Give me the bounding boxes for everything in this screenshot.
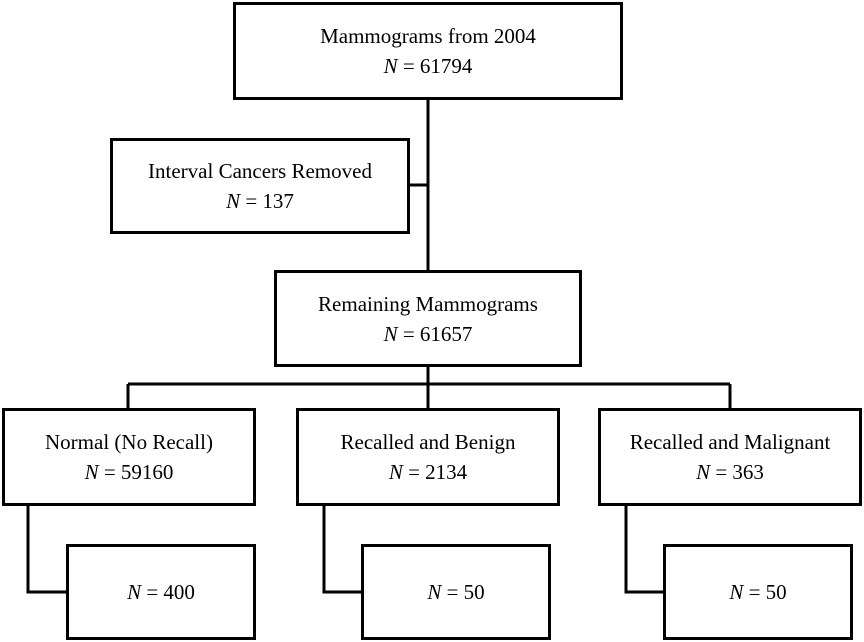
n-symbol: N — [383, 54, 398, 78]
box-normal-sample: N = 400 — [66, 544, 256, 640]
box-normal-label: Normal (No Recall) — [45, 430, 213, 454]
box-normal-count: N = 59160 — [84, 460, 174, 484]
box-malignant-count: N = 363 — [696, 460, 764, 484]
box-recalled-malignant: Recalled and Malignant N = 363 — [598, 408, 862, 506]
box-interval-label: Interval Cancers Removed — [148, 159, 372, 183]
box-remaining-count: N = 61657 — [383, 321, 473, 346]
box-benign-sample: N = 50 — [361, 544, 551, 640]
box-interval-count: N = 137 — [226, 189, 294, 213]
connector-benign-to-sample — [322, 506, 361, 594]
box-malignant-sample: N = 50 — [663, 544, 853, 640]
connector-normal-to-sample — [26, 506, 66, 594]
box-total-count: N = 61794 — [383, 54, 473, 78]
box-remaining-label: Remaining Mammograms — [318, 291, 538, 316]
box-benign-count: N = 2134 — [388, 460, 468, 484]
n-symbol: N — [84, 460, 99, 484]
box-benign-sample-count: N = 50 — [427, 580, 485, 604]
box-remaining-mammograms: Remaining Mammograms N = 61657 — [274, 270, 582, 367]
box-recalled-benign: Recalled and Benign N = 2134 — [296, 408, 560, 506]
box-malignant-label: Recalled and Malignant — [629, 430, 831, 454]
n-symbol: N — [127, 580, 142, 604]
n-symbol: N — [388, 460, 403, 484]
box-benign-label: Recalled and Benign — [340, 430, 516, 454]
box-malignant-sample-count: N = 50 — [729, 580, 787, 604]
box-normal-sample-count: N = 400 — [127, 580, 195, 604]
connector-malignant-to-sample — [624, 506, 663, 594]
n-symbol: N — [226, 189, 241, 213]
n-symbol: N — [729, 580, 744, 604]
n-symbol: N — [427, 580, 442, 604]
box-normal-no-recall: Normal (No Recall) N = 59160 — [2, 408, 256, 506]
box-total-label: Mammograms from 2004 — [320, 24, 536, 48]
n-symbol: N — [696, 460, 711, 484]
box-interval-cancers-removed: Interval Cancers Removed N = 137 — [110, 138, 410, 234]
box-total-mammograms: Mammograms from 2004 N = 61794 — [233, 2, 623, 100]
n-symbol: N — [383, 321, 398, 346]
